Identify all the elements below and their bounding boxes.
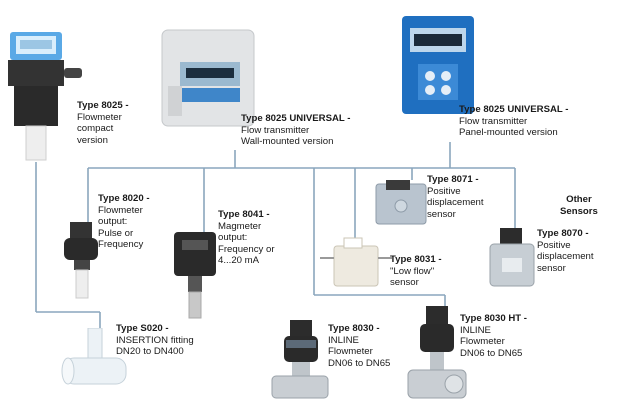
type-8030-ht-device-image (407, 306, 467, 399)
type-8070-label: Type 8070 - Positive displacement sensor (537, 228, 594, 274)
type-8025-label: Type 8025 - Flowmeter compact version (77, 100, 129, 146)
other-sensors-label: Other Sensors (560, 194, 598, 217)
type-8070-title: Type 8070 - (537, 228, 589, 239)
other-sensors-text: Other Sensors (560, 194, 598, 217)
type-8025-panel-title: Type 8025 UNIVERSAL - (459, 104, 569, 115)
type-s020-desc: INSERTION fitting DN20 to DN400 (116, 334, 194, 358)
type-8030-label: Type 8030 - INLINE Flowmeter DN06 to DN6… (328, 323, 390, 369)
type-8071-title: Type 8071 - (427, 174, 479, 185)
type-8071-label: Type 8071 - Positive displacement sensor (427, 174, 484, 220)
type-8020-title: Type 8020 - (98, 193, 150, 204)
type-8025-panel-label: Type 8025 UNIVERSAL - Flow transmitter P… (459, 104, 568, 139)
type-8030-ht-label: Type 8030 HT - INLINE Flowmeter DN06 to … (460, 313, 527, 359)
type-8041-title: Type 8041 - (218, 209, 270, 220)
type-s020-title: Type S020 - (116, 323, 169, 334)
type-8025-wall-title: Type 8025 UNIVERSAL - (241, 113, 351, 124)
type-8071-device-image (375, 180, 427, 225)
type-8031-title: Type 8031 - (390, 254, 442, 265)
type-8031-device-image (320, 237, 392, 287)
type-8041-label: Type 8041 - Magmeter output: Frequency o… (218, 209, 275, 267)
type-8025-desc: Flowmeter compact version (77, 111, 122, 146)
type-8030-device-image (271, 320, 329, 399)
type-8031-label: Type 8031 - "Low flow" sensor (390, 254, 442, 289)
type-s020-device-image (61, 328, 127, 385)
type-8025-title: Type 8025 - (77, 100, 129, 111)
type-8020-device-image (64, 222, 98, 299)
type-8070-desc: Positive displacement sensor (537, 239, 594, 274)
type-8031-desc: "Low flow" sensor (390, 265, 435, 289)
type-8030-title: Type 8030 - (328, 323, 380, 334)
type-8025-panel-desc: Flow transmitter Panel-mounted version (459, 115, 558, 139)
type-8025-wall-device-image (161, 29, 255, 127)
type-8030-desc: INLINE Flowmeter DN06 to DN65 (328, 334, 391, 369)
type-8071-desc: Positive displacement sensor (427, 185, 484, 220)
type-8025-wall-label: Type 8025 UNIVERSAL - Flow transmitter W… (241, 113, 350, 148)
type-8030-ht-desc: INLINE Flowmeter DN06 to DN65 (460, 324, 523, 359)
type-8041-desc: Magmeter output: Frequency or 4...20 mA (218, 220, 275, 267)
type-8025-device-image (8, 32, 82, 161)
type-8070-device-image (489, 228, 535, 287)
type-s020-label: Type S020 - INSERTION fitting DN20 to DN… (116, 323, 194, 358)
type-8020-desc: Flowmeter output: Pulse or Frequency (98, 204, 144, 251)
type-8025-wall-desc: Flow transmitter Wall-mounted version (241, 124, 334, 148)
type-8020-label: Type 8020 - Flowmeter output: Pulse or F… (98, 193, 150, 251)
type-8030-ht-title: Type 8030 HT - (460, 313, 528, 324)
type-8041-device-image (174, 232, 216, 319)
type-8025-panel-device-image (402, 16, 474, 114)
